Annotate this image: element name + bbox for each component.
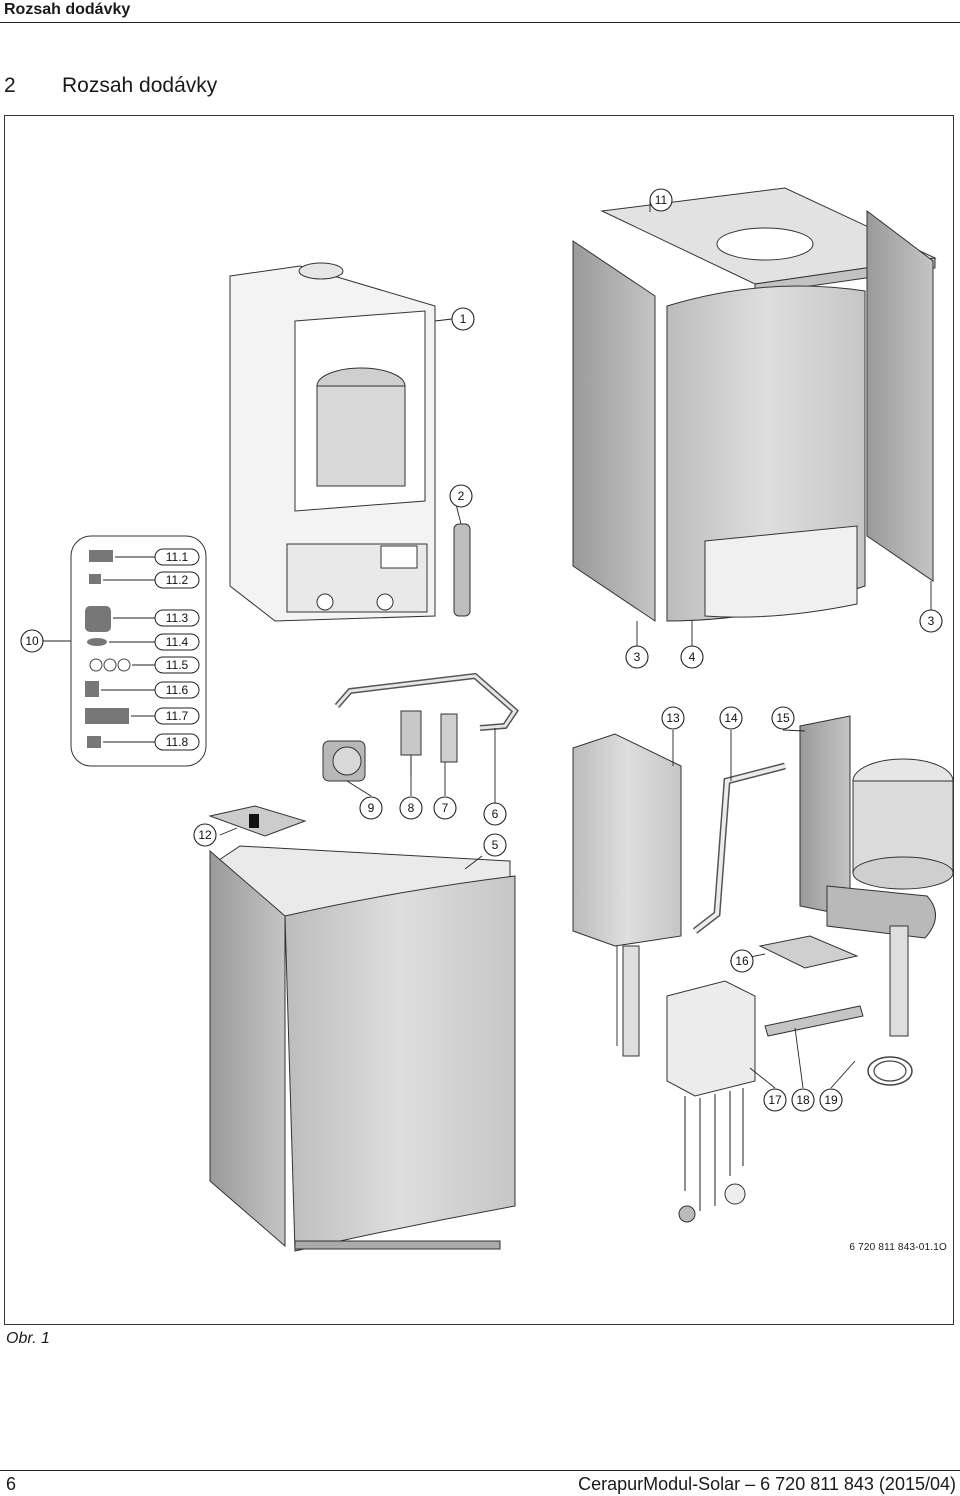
sub-item-11-3: 11.3: [154, 609, 200, 627]
callout-8: 7: [433, 796, 457, 820]
svg-text:11.4: 11.4: [166, 635, 189, 649]
svg-text:18: 18: [796, 1093, 810, 1107]
callout-17: 17: [763, 1088, 787, 1112]
figure-caption: Obr. 1: [6, 1330, 50, 1347]
svg-text:12: 12: [198, 828, 212, 842]
svg-text:9: 9: [368, 801, 375, 815]
svg-text:4: 4: [689, 650, 696, 664]
callout-9: 8: [399, 796, 423, 820]
delivery-scope-illustration: 11 1 2 3 4 3 10 12 13 14 15 9 8 7 6 5 16…: [20, 187, 954, 1252]
callout-14: 14: [719, 706, 743, 730]
callout-3-left: 3: [625, 645, 649, 669]
svg-text:11: 11: [655, 193, 668, 207]
callout-15: 15: [771, 706, 795, 730]
callout-6: 5: [483, 833, 507, 857]
gasket-sheet: [758, 935, 859, 969]
sub-item-11-5: 11.5: [154, 656, 200, 674]
solar-station-cover: [572, 733, 682, 1057]
sub-item-leaders: [101, 556, 155, 743]
pump: [322, 740, 366, 782]
callout-18: 18: [791, 1088, 815, 1112]
svg-text:15: 15: [776, 711, 790, 725]
sub-item-11-6: 11.6: [154, 681, 200, 699]
callout-4: 4: [680, 645, 704, 669]
casing-side-panel-left: [572, 240, 656, 622]
sub-item-11-4: 11.4: [154, 633, 200, 651]
svg-text:19: 19: [824, 1093, 838, 1107]
svg-text:16: 16: [735, 954, 749, 968]
expansion-vessel: [799, 715, 954, 1037]
figure-frame: 11 1 2 3 4 3 10 12 13 14 15 9 8 7 6 5 16…: [4, 115, 954, 1325]
section-heading: 2 Rozsah dodávky: [4, 72, 217, 100]
svg-text:7: 7: [442, 801, 449, 815]
callout-2: 2: [449, 484, 473, 508]
callout-10: 9: [359, 796, 383, 820]
small-parts-set: [70, 535, 207, 767]
solar-connection-pipe: [692, 762, 786, 934]
small-fitting: [440, 713, 458, 763]
svg-text:3: 3: [634, 650, 641, 664]
svg-text:11.5: 11.5: [166, 658, 189, 672]
callout-13: 13: [661, 706, 685, 730]
svg-text:17: 17: [768, 1093, 782, 1107]
mounting-rail: [764, 1005, 864, 1037]
storage-tank-module: [209, 845, 516, 1252]
sub-item-11-8: 11.8: [154, 733, 200, 751]
document-reference: CerapurModul-Solar – 6 720 811 843 (2015…: [578, 1474, 956, 1494]
svg-text:11.7: 11.7: [166, 709, 189, 723]
figure-code: 6 720 811 843-01.1O: [849, 1242, 947, 1253]
page-number: 6: [6, 1474, 17, 1494]
svg-text:11.2: 11.2: [166, 573, 189, 587]
svg-text:10: 10: [25, 634, 39, 648]
callout-12: 12: [193, 823, 217, 847]
section-number: 2: [4, 74, 16, 97]
sub-item-11-1: 11.1: [154, 548, 200, 566]
manual-booklet: [208, 805, 307, 837]
running-header: Rozsah dodávky: [0, 0, 960, 23]
svg-text:3: 3: [928, 614, 935, 628]
callout-16: 16: [730, 949, 754, 973]
solar-controller: [666, 980, 756, 1223]
svg-text:11.6: 11.6: [166, 683, 189, 697]
callout-1: 1: [451, 307, 475, 331]
footer-rule: [0, 1470, 960, 1471]
callout-11: 10: [20, 629, 44, 653]
callout-7: 6: [483, 802, 507, 826]
svg-text:13: 13: [666, 711, 680, 725]
svg-text:6: 6: [492, 807, 499, 821]
temperature-sensor: [867, 1056, 913, 1086]
casing-front-cover: [666, 285, 866, 622]
svg-text:11.8: 11.8: [166, 735, 189, 749]
svg-text:8: 8: [408, 801, 415, 815]
callout-3-right: 3: [919, 609, 943, 633]
boiler-unit: [229, 262, 436, 622]
svg-text:11.3: 11.3: [166, 611, 189, 625]
callout-5: 11: [649, 188, 673, 212]
svg-text:14: 14: [724, 711, 738, 725]
connection-pipe: [334, 672, 519, 731]
svg-text:2: 2: [458, 489, 465, 503]
svg-text:5: 5: [492, 838, 499, 852]
casing-side-panel-right: [866, 209, 934, 582]
svg-text:11.1: 11.1: [166, 550, 189, 564]
sub-item-11-2: 11.2: [154, 571, 200, 589]
sub-item-11-7: 11.7: [154, 707, 200, 725]
callout-19: 19: [819, 1088, 843, 1112]
corrugated-hose: [453, 523, 471, 617]
svg-text:1: 1: [460, 312, 467, 326]
section-title: Rozsah dodávky: [62, 74, 218, 97]
running-title: Rozsah dodávky: [4, 1, 131, 18]
